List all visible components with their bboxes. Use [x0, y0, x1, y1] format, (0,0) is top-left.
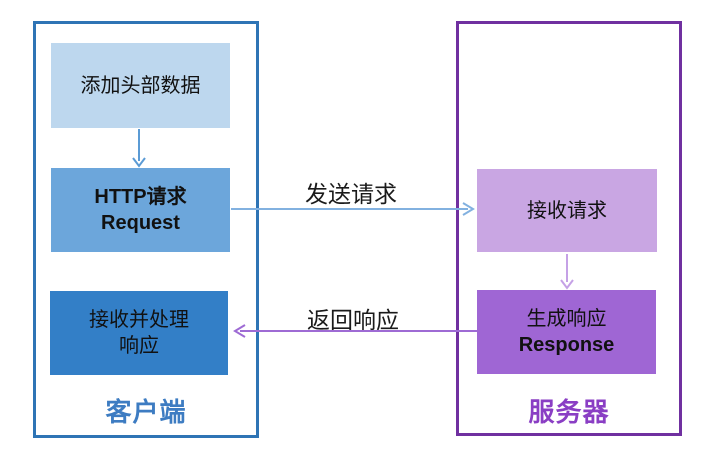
generate-response-box: 生成响应 Response	[477, 290, 656, 374]
http-request-text-line1: HTTP请求	[94, 186, 187, 208]
receive-process-box: 接收并处理 响应	[50, 291, 228, 375]
receive-process-text-line1: 接收并处理	[89, 309, 189, 331]
receive-request-text: 接收请求	[527, 199, 607, 222]
receive-request-box: 接收请求	[477, 169, 657, 252]
add-header-text: 添加头部数据	[80, 74, 201, 97]
server-container	[456, 21, 682, 436]
server-label: 服务器	[528, 397, 610, 427]
add-header-box: 添加头部数据	[51, 43, 230, 128]
http-request-text-line2: Request	[101, 212, 180, 234]
receive-process-text-line2: 响应	[119, 335, 159, 357]
generate-response-text-line2: Response	[518, 334, 615, 356]
send-request-label: 发送请求	[305, 181, 397, 207]
generate-response-text-line1: 生成响应	[526, 308, 607, 330]
client-container	[33, 21, 259, 438]
client-label: 客户端	[105, 397, 187, 427]
http-request-box: HTTP请求 Request	[51, 168, 230, 252]
return-response-label: 返回响应	[307, 307, 399, 333]
